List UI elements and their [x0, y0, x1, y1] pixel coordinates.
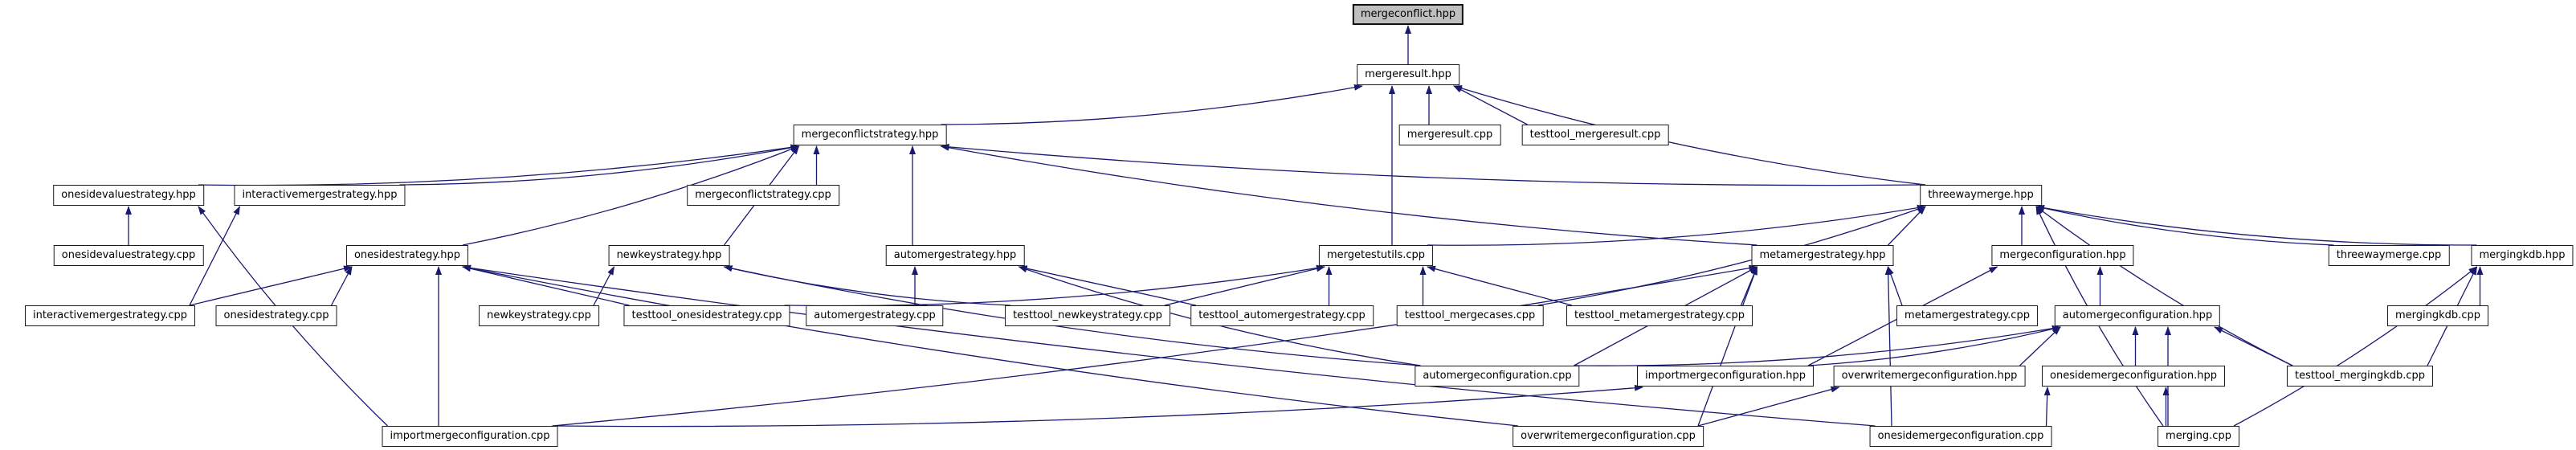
graph-node-threewaymerge-hpp[interactable]: threewaymerge.hpp [1920, 185, 2042, 206]
include-edge [1884, 266, 1892, 427]
include-edge [189, 265, 353, 306]
include-edge [2035, 206, 2293, 366]
graph-node-mergeconflictstrategy-cpp[interactable]: mergeconflictstrategy.cpp [687, 185, 839, 206]
graph-node-onesidestrategy-hpp[interactable]: onesidestrategy.hpp [345, 245, 469, 266]
graph-node-metamergestrategy-cpp[interactable]: metamergestrategy.cpp [1896, 305, 2038, 326]
include-edge [1018, 265, 1197, 306]
graph-node-testtool-mergeresult-cpp[interactable]: testtool_mergeresult.cpp [1521, 125, 1669, 145]
include-edge [1453, 85, 1528, 125]
include-edge [1427, 204, 1926, 246]
include-edge [2035, 205, 2334, 246]
graph-node-overwritemergeconfiguration-hpp[interactable]: overwritemergeconfiguration.hpp [1833, 366, 2026, 387]
include-edge [593, 266, 615, 306]
graph-node-testtool-newkeystrategy-cpp[interactable]: testtool_newkeystrategy.cpp [1005, 305, 1170, 326]
graph-node-onesidestrategy-cpp[interactable]: onesidestrategy.cpp [215, 305, 337, 326]
graph-node-metamergestrategy-hpp[interactable]: metamergestrategy.hpp [1751, 245, 1894, 266]
graph-node-threewaymerge-cpp[interactable]: threewaymerge.cpp [2328, 245, 2450, 266]
graph-node-interactivemergestrategy-cpp[interactable]: interactivemergestrategy.cpp [25, 305, 195, 326]
include-edge [189, 206, 241, 306]
graph-node-mergeconflict-hpp: mergeconflict.hpp [1352, 4, 1464, 25]
graph-node-onesidevaluestrategy-hpp[interactable]: onesidevaluestrategy.hpp [53, 185, 204, 206]
include-edge [941, 84, 1363, 125]
include-edge [1888, 206, 1926, 246]
include-edge [2043, 387, 2051, 427]
include-edge [1164, 265, 1325, 306]
include-edge [940, 144, 1757, 246]
include-edge [2214, 326, 2293, 366]
include-edge [399, 144, 800, 186]
graph-node-newkeystrategy-hpp[interactable]: newkeystrategy.hpp [608, 245, 730, 266]
graph-node-automergeconfiguration-hpp[interactable]: automergeconfiguration.hpp [2054, 305, 2221, 326]
include-edge [723, 265, 1011, 306]
include-edge [1697, 266, 1758, 427]
graph-node-mergingkdb-hpp[interactable]: mergingkdb.hpp [2471, 245, 2574, 266]
graph-node-mergeconfiguration-hpp[interactable]: mergeconfiguration.hpp [1991, 245, 2134, 266]
include-edge [1427, 265, 1573, 306]
graph-node-overwritemergeconfiguration-cpp[interactable]: overwritemergeconfiguration.cpp [1513, 426, 1704, 447]
graph-node-merging-cpp[interactable]: merging.cpp [2158, 426, 2239, 447]
include-edge [723, 265, 1421, 366]
graph-node-mergeresult-hpp[interactable]: mergeresult.hpp [1357, 64, 1459, 85]
include-edge [2035, 204, 2477, 246]
graph-node-mergeresult-cpp[interactable]: mergeresult.cpp [1398, 125, 1501, 145]
graph-node-importmergeconfiguration-hpp[interactable]: importmergeconfiguration.hpp [1636, 366, 1815, 387]
include-edge [1453, 85, 1926, 186]
include-edge [552, 264, 1758, 427]
include-edge [462, 265, 630, 306]
graph-node-automergestrategy-hpp[interactable]: automergestrategy.hpp [885, 245, 1025, 266]
graph-node-mergingkdb-cpp[interactable]: mergingkdb.cpp [2387, 305, 2488, 326]
include-edge [462, 265, 1519, 427]
include-edge [1887, 266, 1903, 306]
graph-node-testtool-metamergestrategy-cpp[interactable]: testtool_metamergestrategy.cpp [1566, 305, 1753, 326]
graph-node-newkeystrategy-cpp[interactable]: newkeystrategy.cpp [479, 305, 599, 326]
include-edge [462, 264, 1876, 427]
graph-node-interactivemergestrategy-hpp[interactable]: interactivemergestrategy.hpp [234, 185, 406, 206]
graph-node-mergetestutils-cpp[interactable]: mergetestutils.cpp [1318, 245, 1434, 266]
graph-node-onesidemergeconfiguration-cpp[interactable]: onesidemergeconfiguration.cpp [1869, 426, 2052, 447]
graph-node-onesidemergeconfiguration-hpp[interactable]: onesidemergeconfiguration.hpp [2042, 366, 2225, 387]
include-edge [462, 145, 800, 246]
include-edge [552, 384, 1643, 428]
graph-node-testtool-mergecases-cpp[interactable]: testtool_mergecases.cpp [1396, 305, 1544, 326]
include-edge [1537, 206, 1926, 306]
graph-node-testtool-mergingkdb-cpp[interactable]: testtool_mergingkdb.cpp [2286, 366, 2434, 387]
include-edge [2233, 266, 2478, 427]
graph-node-importmergeconfiguration-cpp[interactable]: importmergeconfiguration.cpp [382, 426, 558, 447]
graph-node-onesidevaluestrategy-cpp[interactable]: onesidevaluestrategy.cpp [53, 245, 204, 266]
include-edge [330, 266, 353, 306]
include-edge [940, 143, 1926, 186]
include-edge [1697, 386, 1840, 427]
include-edge [2019, 326, 2061, 366]
include-edge [1807, 325, 2061, 366]
graph-node-automergeconfiguration-cpp[interactable]: automergeconfiguration.cpp [1415, 366, 1580, 387]
graph-node-testtool-automergestrategy-cpp[interactable]: testtool_automergestrategy.cpp [1190, 305, 1374, 326]
graph-node-mergeconflictstrategy-hpp[interactable]: mergeconflictstrategy.hpp [793, 125, 947, 145]
include-edge [1574, 325, 2061, 366]
graph-node-testtool-onesidestrategy-cpp[interactable]: testtool_onesidestrategy.cpp [623, 305, 790, 326]
graph-node-automergestrategy-cpp[interactable]: automergestrategy.cpp [806, 305, 944, 326]
